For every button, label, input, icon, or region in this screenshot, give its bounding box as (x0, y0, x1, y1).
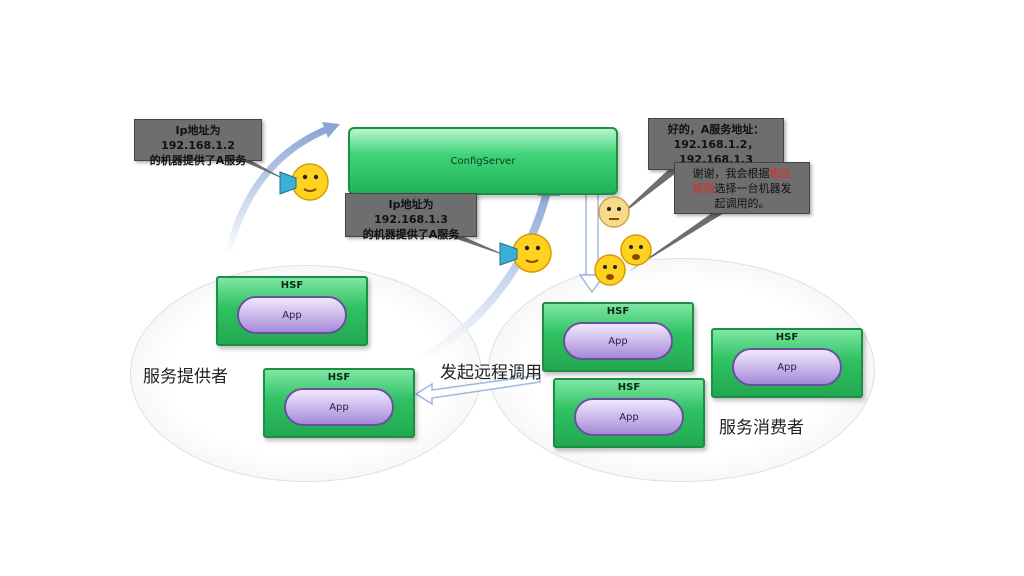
smiley-talking-icon (594, 254, 626, 286)
smiley-thinking-icon (598, 196, 630, 228)
callout-server-reply: 好的，A服务地址： 192.168.1.2， 192.168.1.3 (648, 118, 784, 170)
register-arrow-2 (416, 184, 552, 364)
hsf-label: HSF (327, 372, 351, 383)
callout-text: 选择一台机器发 (714, 182, 792, 195)
hsf-label: HSF (775, 332, 799, 343)
provider-node-2: HSF App (263, 368, 415, 438)
remote-call-arrow (414, 374, 541, 406)
hsf-label: HSF (606, 306, 630, 317)
callout-text: 谢谢，我会根据 (692, 167, 770, 180)
consumer-node-1: HSF App (542, 302, 694, 372)
callout-line: Ip地址为192.168.1.3 (374, 198, 448, 226)
app-pill: App (237, 296, 347, 334)
smiley-megaphone-icon (499, 233, 552, 273)
callout-line: 的机器提供了A服务 (362, 228, 460, 241)
remote-call-label: 发起远程调用 (440, 363, 542, 383)
smiley-talking-icon (620, 234, 652, 266)
callout-pointer-2 (448, 236, 512, 258)
callout-line: 规则选择一台机器发 (681, 181, 803, 196)
callout-highlight: 规则 (692, 182, 715, 195)
consumer-node-2: HSF App (553, 378, 705, 448)
consumers-label: 服务消费者 (719, 418, 804, 438)
hsf-label: HSF (617, 382, 641, 393)
config-server-label: ConfigServer (450, 155, 516, 167)
register-arrow-1-head (322, 122, 340, 138)
register-arrow-1 (224, 124, 334, 259)
callout-line: 好的，A服务地址： (667, 123, 765, 136)
config-server-box: ConfigServer (348, 127, 618, 195)
callout-line: 的机器提供了A服务 (149, 154, 247, 167)
hsf-label: HSF (280, 280, 304, 291)
app-pill: App (732, 348, 842, 386)
smiley-megaphone-icon (279, 163, 329, 201)
callout-line: 谢谢，我会根据相应 (681, 166, 803, 181)
app-pill: App (574, 398, 684, 436)
provider-node-1: HSF App (216, 276, 368, 346)
callout-line: 起调用的。 (714, 197, 770, 210)
callout-provider-2: Ip地址为192.168.1.3 的机器提供了A服务 (345, 193, 477, 241)
consumer-node-3: HSF App (711, 328, 863, 398)
callout-pointer-4 (628, 213, 724, 272)
providers-label: 服务提供者 (143, 367, 228, 387)
app-pill: App (563, 322, 673, 360)
callout-line: 192.168.1.2， (673, 138, 759, 151)
callout-line: Ip地址为192.168.1.2 (161, 124, 235, 152)
app-pill: App (284, 388, 394, 426)
callout-consumer-reply: 谢谢，我会根据相应 规则选择一台机器发 起调用的。 (674, 162, 810, 214)
callout-provider-1: Ip地址为192.168.1.2 的机器提供了A服务 (134, 119, 262, 167)
callout-highlight: 相应 (769, 167, 792, 180)
